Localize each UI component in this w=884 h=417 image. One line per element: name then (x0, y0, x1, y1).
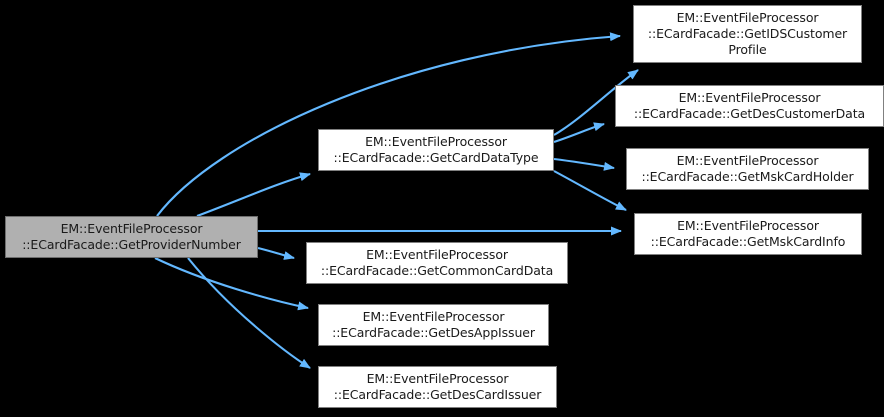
edge-card-data-type-to-msk-card-info (553, 170, 627, 211)
edge-provider-to-ids-customer-profile (156, 32, 621, 217)
node-get-msk-card-info[interactable]: EM::EventFileProcessor ::ECardFacade::Ge… (634, 213, 862, 255)
edge-card-data-type-to-msk-card-holder (553, 157, 615, 171)
node-label: EM::EventFileProcessor ::ECardFacade::Ge… (22, 221, 241, 252)
node-label: EM::EventFileProcessor ::ECardFacade::Ge… (333, 371, 542, 402)
edge-provider-to-des-app-issuer (154, 257, 309, 311)
node-get-des-card-issuer[interactable]: EM::EventFileProcessor ::ECardFacade::Ge… (318, 366, 557, 408)
node-get-card-data-type[interactable]: EM::EventFileProcessor ::ECardFacade::Ge… (318, 129, 554, 171)
edge-provider-to-card-data-type (196, 172, 311, 217)
node-get-des-app-issuer[interactable]: EM::EventFileProcessor ::ECardFacade::Ge… (318, 304, 549, 346)
node-get-des-customer-data[interactable]: EM::EventFileProcessor ::ECardFacade::Ge… (615, 85, 884, 127)
node-label: EM::EventFileProcessor ::ECardFacade::Ge… (641, 153, 854, 184)
edge-provider-to-common-card-data (257, 246, 295, 260)
edge-provider-to-des-card-issuer (187, 257, 311, 369)
node-get-ids-customer-profile[interactable]: EM::EventFileProcessor ::ECardFacade::Ge… (633, 5, 862, 63)
node-label: EM::EventFileProcessor ::ECardFacade::Ge… (333, 134, 539, 165)
node-label: EM::EventFileProcessor ::ECardFacade::Ge… (647, 10, 848, 57)
node-get-common-card-data[interactable]: EM::EventFileProcessor ::ECardFacade::Ge… (306, 242, 568, 284)
node-get-msk-card-holder[interactable]: EM::EventFileProcessor ::ECardFacade::Ge… (626, 148, 869, 190)
edge-card-data-type-to-ids-customer-profile (553, 69, 639, 136)
node-label: EM::EventFileProcessor ::ECardFacade::Ge… (650, 218, 846, 249)
node-label: EM::EventFileProcessor ::ECardFacade::Ge… (320, 247, 554, 278)
node-label: EM::EventFileProcessor ::ECardFacade::Ge… (332, 309, 535, 340)
node-label: EM::EventFileProcessor ::ECardFacade::Ge… (633, 90, 866, 121)
node-get-provider-number[interactable]: EM::EventFileProcessor ::ECardFacade::Ge… (5, 216, 258, 258)
edge-card-data-type-to-des-customer-data (553, 122, 605, 143)
